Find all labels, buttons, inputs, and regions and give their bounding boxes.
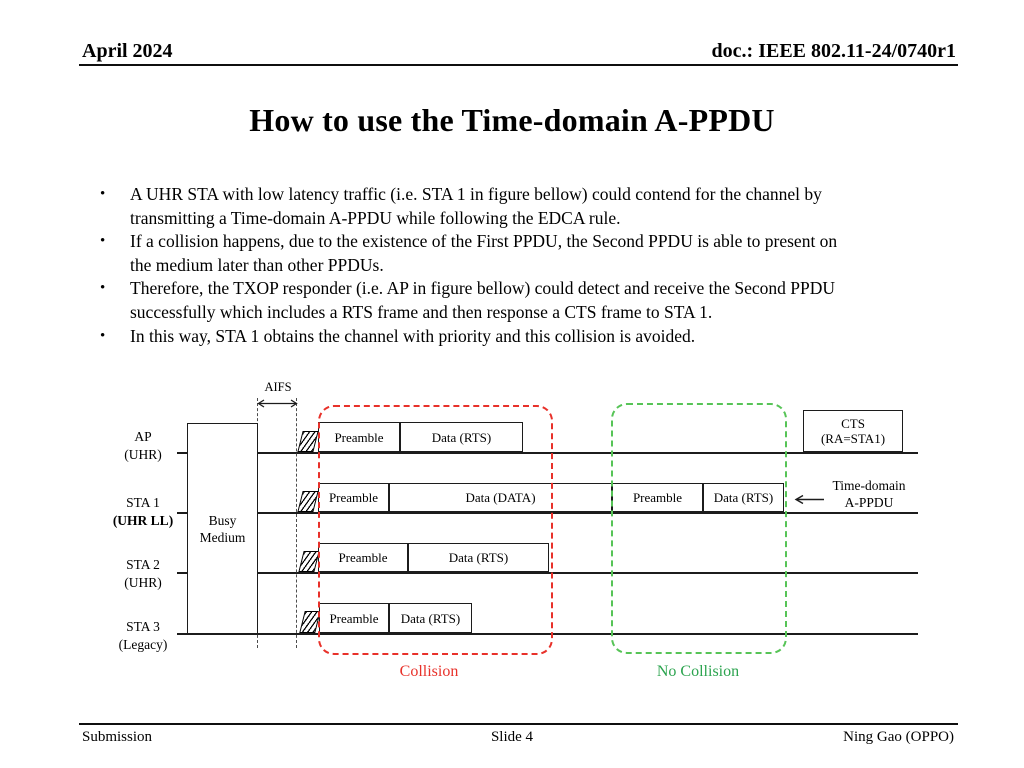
row-name: AP [134,429,152,444]
cts-line2: (RA=STA1) [820,431,886,446]
sta1-data-data-box: Data (DATA) [389,483,612,512]
row-label-sta3: STA 3 (Legacy) [103,618,183,654]
appdu-pointer-arrow-icon [794,494,824,505]
appdu-callout-label: Time-domain A-PPDU [806,477,932,511]
bullet-icon: • [100,233,106,250]
sta1-preamble1-box: Preamble [318,483,389,512]
busy-medium-box: Busy Medium [187,423,258,634]
backoff-hatch-ap [297,431,319,452]
bullet-item: • A UHR STA with low latency traffic (i.… [100,183,945,230]
bullet-text-line: A UHR STA with low latency traffic (i.e.… [130,184,822,204]
bullet-list: • A UHR STA with low latency traffic (i.… [100,183,945,348]
ap-preamble-box: Preamble [318,422,400,452]
bullet-text-line: the medium later than other PPDUs. [130,254,384,275]
appdu-callout-line2: A-PPDU [844,495,894,510]
aifs-arrow-icon [257,399,298,408]
no-collision-label: No Collision [656,663,740,680]
collision-label: Collision [399,663,459,680]
header-divider [79,64,958,66]
ap-data-rts-box: Data (RTS) [400,422,523,452]
sta3-preamble-box: Preamble [319,603,389,633]
bullet-text-line: transmitting a Time-domain A-PPDU while … [130,207,621,228]
bullet-text-line: In this way, STA 1 obtains the channel w… [130,325,696,346]
timeline-sta2 [177,572,918,574]
bullet-text-line: Therefore, the TXOP responder (i.e. AP i… [130,278,835,299]
bullet-icon: • [100,327,106,344]
cts-box: CTS (RA=STA1) [803,410,903,452]
row-label-ap: AP (UHR) [103,428,183,464]
footer-slide-number: Slide 4 [490,729,534,745]
row-sub: (UHR) [124,447,162,462]
row-label-sta2: STA 2 (UHR) [103,556,183,592]
row-name: STA 3 [126,619,160,634]
aifs-end-dashed-line [296,398,297,648]
row-sub: (UHR) [124,575,162,590]
bullet-text-line: successfully which includes a RTS frame … [130,301,713,322]
header-date: April 2024 [82,40,173,62]
backoff-hatch-sta3 [299,611,321,633]
bullet-icon: • [100,280,106,297]
row-label-sta1: STA 1 (UHR LL) [103,494,183,530]
aifs-label: AIFS [264,380,292,394]
row-name: STA 1 [126,495,160,510]
bullet-item: • If a collision happens, due to the exi… [100,230,945,277]
sta1-data-rts-box: Data (RTS) [703,483,784,512]
appdu-callout-line1: Time-domain [832,478,906,493]
backoff-hatch-sta1 [297,491,319,512]
timeline-sta3 [177,633,918,635]
sta1-preamble2-box: Preamble [612,483,703,512]
bullet-text-line: If a collision happens, due to the exist… [130,231,838,252]
row-sub: (Legacy) [118,637,168,652]
page-title: How to use the Time-domain A-PPDU [249,102,775,138]
backoff-hatch-sta2 [298,551,320,572]
footer-submission: Submission [82,729,153,745]
timeline-sta1 [177,512,918,514]
cts-line1: CTS [841,416,865,431]
footer-author: Ning Gao (OPPO) [843,729,954,745]
bullet-icon: • [100,186,106,202]
row-name: STA 2 [126,557,160,572]
sta3-data-rts-box: Data (RTS) [389,603,472,633]
no-collision-region-outline [611,403,787,654]
sta2-preamble-box: Preamble [318,543,408,572]
footer-divider [79,723,958,725]
row-sub: (UHR LL) [112,513,174,528]
header-doc-number: doc.: IEEE 802.11-24/0740r1 [711,40,956,62]
bullet-item: • In this way, STA 1 obtains the channel… [100,325,945,349]
bullet-item: • Therefore, the TXOP responder (i.e. AP… [100,277,945,324]
sta2-data-rts-box: Data (RTS) [408,543,549,572]
timeline-ap [177,452,918,454]
